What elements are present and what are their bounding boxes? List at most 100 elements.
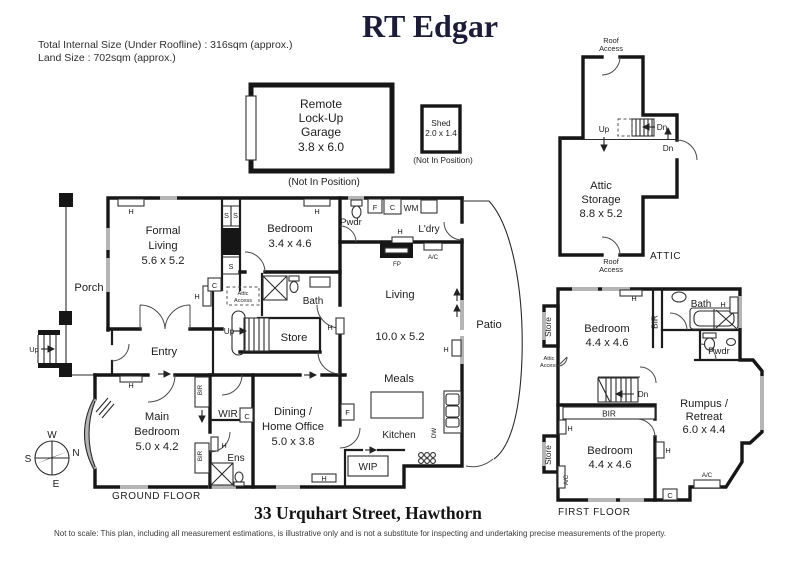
porch-step-edge: [38, 330, 60, 335]
heater-box: [729, 296, 739, 314]
heater-label: H: [567, 424, 572, 433]
garage-plan: Remote Lock-Up Garage 3.8 x 6.0 (Not In …: [245, 82, 395, 188]
door-arc: [221, 374, 243, 396]
room-label-living: Living: [385, 289, 414, 301]
toilet: [288, 275, 300, 282]
heater-box: [619, 289, 643, 297]
room-label-rumpus: Retreat: [686, 411, 724, 423]
shed-dims: 2.0 x 1.4: [425, 128, 457, 138]
heater-label: H: [194, 292, 199, 301]
heater-label: H: [397, 227, 402, 236]
garage-door: [245, 95, 257, 161]
fridge-box: [367, 198, 383, 214]
heater-label: H: [631, 294, 636, 303]
room-dims: 5.0 x 3.8: [272, 436, 315, 448]
heater-label: H: [221, 441, 226, 450]
bir-closet: [562, 406, 656, 420]
toilet: [233, 481, 245, 487]
attic-walls: [558, 55, 604, 257]
room-label-bedroom: Bedroom: [267, 223, 312, 235]
storage-label: S: [229, 262, 234, 271]
heater-box: [210, 436, 219, 452]
attic-floor-label: ATTIC: [650, 251, 681, 262]
garage-label: Garage: [301, 125, 341, 139]
attic-access-label: Access: [540, 363, 558, 369]
disclaimer-text: Not to scale: This plan, including all m…: [54, 529, 666, 538]
room-label-store: Store: [543, 445, 553, 465]
heater-label: H: [443, 345, 448, 354]
footer: 33 Urquhart Street, Hawthorn Not to scal…: [54, 503, 666, 538]
ff-wall: [660, 328, 742, 362]
island-bench: [370, 391, 424, 419]
basin: [671, 291, 687, 303]
shed-label: Shed: [431, 118, 451, 128]
ac-label: A/C: [563, 474, 570, 485]
heater-box: [335, 317, 345, 335]
porch-step-edge: [38, 363, 60, 368]
toilet: [289, 280, 299, 294]
toilet: [350, 199, 363, 207]
cupboard-box: [239, 407, 254, 423]
door-arc: [601, 56, 621, 76]
door-arc: [339, 225, 357, 243]
cupboard-label: C: [390, 203, 396, 212]
stairs-risers: [248, 318, 265, 351]
stove: [445, 417, 460, 428]
door-arc: [244, 251, 266, 273]
attic-room-label: Attic: [590, 180, 612, 192]
heater-label: H: [665, 446, 670, 455]
washing-machine-label: WM: [404, 203, 419, 213]
door-arc: [111, 343, 130, 362]
room-label-patio: Patio: [476, 319, 502, 331]
fireplace-label: FP: [393, 261, 401, 268]
bir-label: BIR: [602, 409, 616, 419]
room-label-wir: WIR: [218, 409, 237, 420]
basin: [725, 337, 737, 347]
cupboard-lines: [222, 205, 240, 275]
first-floor-label: FIRST FLOOR: [558, 507, 631, 518]
gf-outer-wall: [93, 196, 464, 489]
compass-needle: [36, 451, 69, 464]
room-label-dining: Dining /: [274, 406, 313, 418]
door-arc: [636, 418, 656, 438]
toilet: [703, 337, 716, 351]
bay-window-frame: [83, 396, 96, 472]
attic-access-hatch: [557, 356, 568, 367]
room-label-bath: Bath: [303, 296, 324, 307]
shed-walls: [420, 104, 462, 154]
garage-note: (Not In Position): [288, 177, 360, 188]
dn-label: Dn: [638, 389, 649, 399]
basin: [309, 276, 331, 288]
room-dims: 5.6 x 5.2: [142, 255, 185, 267]
door-arc: [601, 236, 621, 256]
kitchen-counter: [443, 390, 462, 434]
room-label-meals: Meals: [384, 373, 414, 385]
fridge-label: F: [373, 203, 378, 212]
ac-box: [423, 242, 443, 251]
attic-room-label: Storage: [581, 194, 620, 206]
heater-label: H: [720, 300, 725, 309]
room-label-formal-living: Formal: [146, 225, 181, 237]
compass: W N S E: [25, 430, 80, 490]
attic-access-label: Access: [234, 298, 252, 304]
bir-label: BIR: [197, 450, 204, 461]
roof-access-label: Roof: [603, 36, 620, 45]
land-size-text: Land Size : 702sqm (approx.): [38, 52, 176, 64]
door-arc: [164, 304, 191, 330]
fridge-box: [340, 403, 355, 421]
door-arc: [317, 351, 341, 375]
attic-plan: Up Dn Dn Roof Access Roof Access Attic S…: [558, 36, 698, 274]
stove: [445, 393, 460, 406]
room-dims: 3.4 x 4.6: [269, 238, 312, 250]
door-arc: [209, 431, 231, 453]
bay-window: [84, 398, 97, 470]
fireplace-insert: [384, 247, 409, 254]
bir-closet: [194, 442, 210, 474]
first-floor-plan: Dn Bedroom 4.4 x 4.6 Bedroom 4.4 x 4.6 R…: [540, 287, 764, 518]
fridge-label: F: [345, 408, 350, 417]
heater-box: [655, 441, 665, 459]
entry-hatch: [95, 397, 115, 419]
room-label-dining: Home Office: [262, 421, 324, 433]
heater-box: [558, 419, 567, 435]
